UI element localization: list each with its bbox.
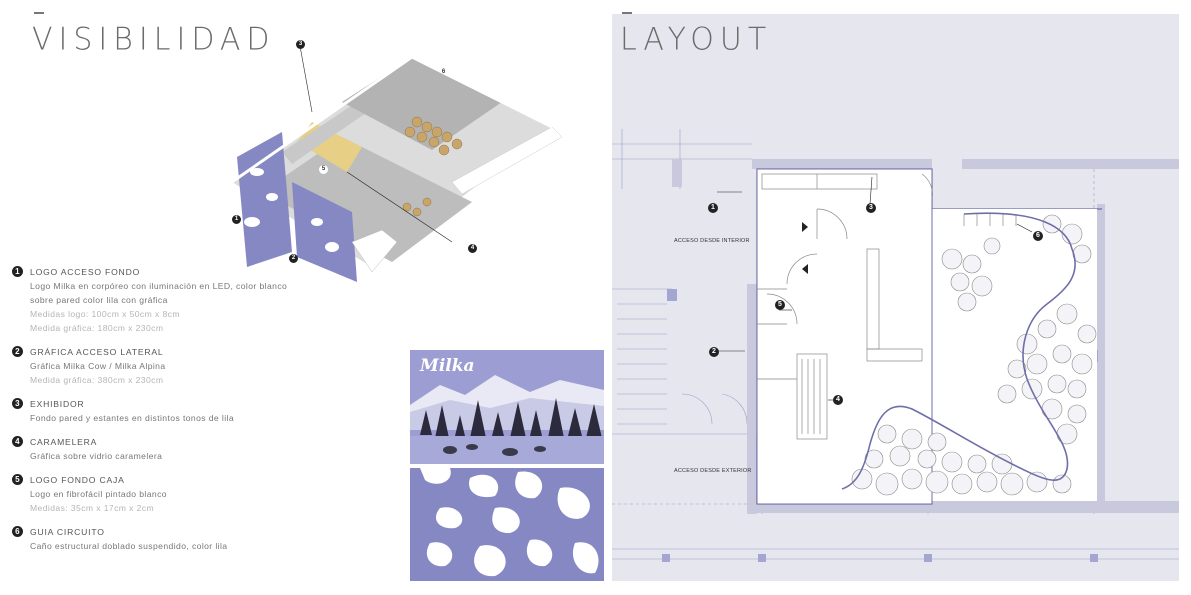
store-3d-drawing bbox=[231, 45, 563, 282]
legend-desc: Gráfica sobre vidrio caramelera bbox=[30, 451, 163, 461]
legend-measure: Medida gráfica: 380cm x 230cm bbox=[30, 375, 164, 385]
legend-number: 1 bbox=[12, 266, 23, 277]
legend-number: 6 bbox=[12, 526, 23, 537]
legend-item-exhibidor: 3 EXHIBIDOR Fondo pared y estantes en di… bbox=[12, 397, 342, 425]
legend-number: 5 bbox=[12, 474, 23, 485]
render-callout-6: 6 bbox=[441, 69, 446, 75]
legend-heading: LOGO FONDO CAJA bbox=[30, 475, 125, 485]
render-callout-4: 4 bbox=[468, 244, 477, 253]
legend-number: 4 bbox=[12, 436, 23, 447]
plan-callout-2: 2 bbox=[709, 347, 719, 357]
plan-callout-3: 3 bbox=[866, 203, 876, 213]
legend-measure: Medida gráfica: 180cm x 230cm bbox=[30, 323, 164, 333]
page-title-layout: LAYOUT bbox=[620, 21, 773, 58]
render-callout-3: 3 bbox=[296, 40, 305, 49]
legend-desc: Gráfica Milka Cow / Milka Alpina bbox=[30, 361, 166, 371]
legend-heading: EXHIBIDOR bbox=[30, 399, 85, 409]
legend-heading: GUIA CIRCUITO bbox=[30, 527, 105, 537]
legend-item-guia-circuito: 6 GUIA CIRCUITO Caño estructural doblado… bbox=[12, 525, 342, 553]
milka-logo-text: Milka bbox=[420, 356, 475, 376]
plan-callout-1: 1 bbox=[708, 203, 718, 213]
legend-measure: Medidas logo: 100cm x 50cm x 8cm bbox=[30, 309, 180, 319]
milka-cow-pattern-graphic bbox=[410, 468, 604, 581]
legend-measure: Medidas: 35cm x 17cm x 2cm bbox=[30, 503, 155, 513]
store-3d-render: 3 6 5 1 2 4 bbox=[222, 32, 604, 332]
legend-desc: Caño estructural doblado suspendido, col… bbox=[30, 541, 228, 551]
legend-item-logo-fondo-caja: 5 LOGO FONDO CAJA Logo en fibrofácil pin… bbox=[12, 473, 342, 515]
page-title-visibilidad: VISIBILIDAD bbox=[32, 21, 276, 58]
legend-desc: Fondo pared y estantes en distintos tono… bbox=[30, 413, 235, 423]
legend-desc: Logo en fibrofácil pintado blanco bbox=[30, 489, 167, 499]
legend-heading: CARAMELERA bbox=[30, 437, 98, 447]
legend-item-caramelera: 4 CARAMELERA Gráfica sobre vidrio carame… bbox=[12, 435, 342, 463]
plan-callout-6: 6 bbox=[1033, 231, 1043, 241]
milka-alpina-graphic: Milka bbox=[410, 350, 604, 464]
cow-pattern-image bbox=[410, 468, 604, 581]
legend-item-logo-acceso-fondo: 1 LOGO ACCESO FONDO Logo Milka en corpór… bbox=[12, 265, 342, 335]
legend-item-grafica-acceso-lateral: 2 GRÁFICA ACCESO LATERAL Gráfica Milka C… bbox=[12, 345, 342, 387]
legend-list: 1 LOGO ACCESO FONDO Logo Milka en corpór… bbox=[12, 265, 342, 563]
title-dash bbox=[34, 12, 44, 14]
legend-desc: sobre pared color lila con gráfica bbox=[30, 295, 168, 305]
legend-heading: GRÁFICA ACCESO LATERAL bbox=[30, 347, 164, 357]
plan-callout-4: 4 bbox=[833, 395, 843, 405]
label-acceso-exterior: ACCESO DESDE EXTERIOR bbox=[674, 468, 752, 474]
legend-number: 3 bbox=[12, 398, 23, 409]
render-callout-2: 2 bbox=[289, 254, 298, 263]
legend-heading: LOGO ACCESO FONDO bbox=[30, 267, 141, 277]
alpine-landscape-image bbox=[410, 350, 604, 464]
layout-plan-panel: LAYOUT ACCESO DESDE INTERIOR ACCESO DESD… bbox=[612, 12, 1179, 581]
plan-callout-5: 5 bbox=[775, 300, 785, 310]
title-dash bbox=[622, 12, 632, 14]
render-callout-1: 1 bbox=[232, 215, 241, 224]
label-acceso-interior: ACCESO DESDE INTERIOR bbox=[674, 238, 750, 244]
legend-number: 2 bbox=[12, 346, 23, 357]
render-callout-5: 5 bbox=[319, 165, 328, 174]
legend-desc: Logo Milka en corpóreo con iluminación e… bbox=[30, 281, 288, 291]
floor-plan-drawing bbox=[612, 129, 1179, 562]
